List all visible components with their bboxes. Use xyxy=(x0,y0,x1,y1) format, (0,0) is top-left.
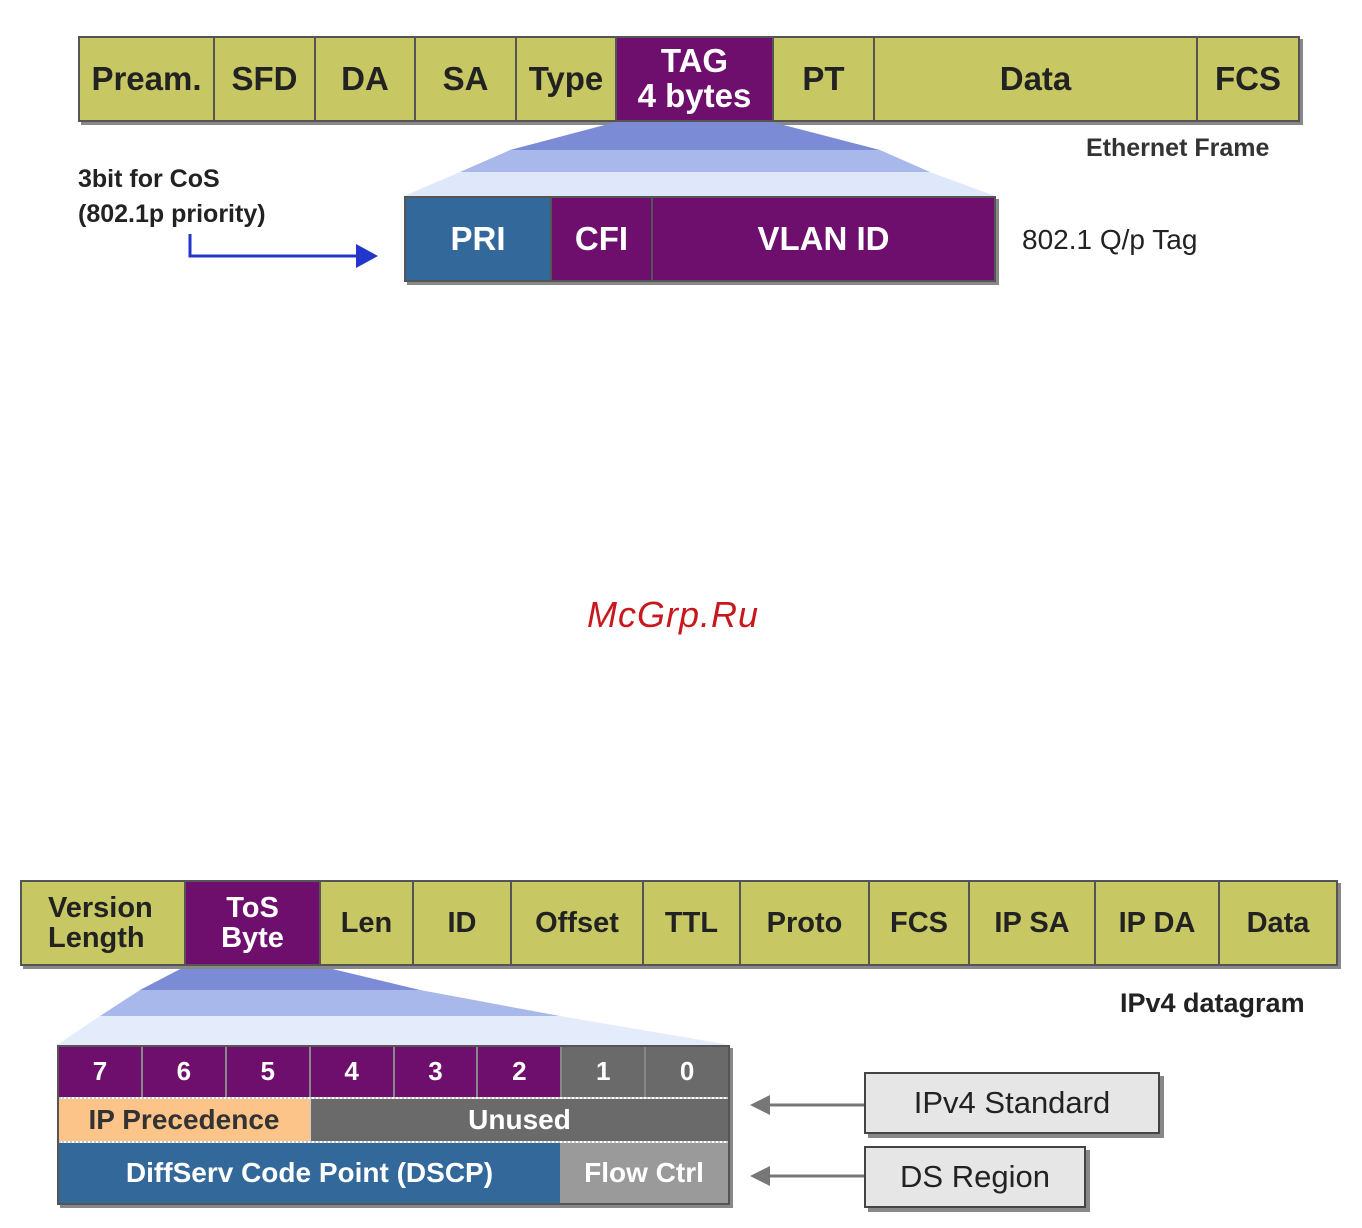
vlan-tag: PRI CFI VLAN ID xyxy=(404,196,996,282)
callout-ds-region: DS Region xyxy=(864,1146,1086,1208)
field-version-length: Version Length xyxy=(22,882,186,964)
cos-arrow-line xyxy=(188,234,360,258)
field-tos-line1: ToS xyxy=(226,891,279,924)
field-sfd: SFD xyxy=(215,38,316,120)
cos-note: 3bit for CoS (802.1p priority) xyxy=(78,162,266,232)
field-offset: Offset xyxy=(512,882,644,964)
tos-fan-band-1 xyxy=(140,966,420,990)
field-data-ip: Data xyxy=(1220,882,1336,964)
cos-note-line2: (802.1p priority) xyxy=(78,200,266,228)
tag-fan-band-1 xyxy=(510,122,880,150)
tos-fan-band-3 xyxy=(57,1016,730,1045)
field-vlan-id: VLAN ID xyxy=(653,198,994,280)
tag-fan-band-2 xyxy=(460,150,930,172)
field-tos-line2: Byte xyxy=(221,922,284,954)
field-len: Len xyxy=(321,882,414,964)
ds-arrow-head xyxy=(750,1166,770,1186)
ds-region-row: DiffServ Code Point (DSCP) Flow Ctrl xyxy=(59,1143,728,1203)
field-preamble: Pream. xyxy=(80,38,215,120)
field-cfi: CFI xyxy=(552,198,653,280)
field-sa: SA xyxy=(416,38,517,120)
flow-ctrl: Flow Ctrl xyxy=(560,1143,728,1203)
tos-fan-band-2 xyxy=(100,990,560,1016)
field-fcs-ip: FCS xyxy=(870,882,970,964)
tos-bits: 7 6 5 4 3 2 1 0 xyxy=(59,1047,728,1097)
field-ttl: TTL xyxy=(644,882,741,964)
cos-arrow-head xyxy=(356,244,378,268)
bit-1: 1 xyxy=(562,1047,647,1097)
field-tag-line2: 4 bytes xyxy=(637,77,752,114)
field-fcs: FCS xyxy=(1198,38,1298,120)
field-ip-da: IP DA xyxy=(1096,882,1220,964)
ethernet-frame-caption: Ethernet Frame xyxy=(1086,134,1270,162)
field-version-line2: Length xyxy=(48,922,145,954)
bit-5: 5 xyxy=(226,1047,311,1097)
standard-arrow-head xyxy=(750,1095,770,1115)
bit-6: 6 xyxy=(142,1047,227,1097)
unused-bits: Unused xyxy=(311,1099,728,1141)
vlan-tag-caption: 802.1 Q/p Tag xyxy=(1022,224,1198,255)
field-version-line1: Version xyxy=(48,891,153,924)
field-ip-sa: IP SA xyxy=(970,882,1096,964)
bit-0: 0 xyxy=(646,1047,728,1097)
dscp: DiffServ Code Point (DSCP) xyxy=(59,1143,560,1203)
callout-ipv4-standard: IPv4 Standard xyxy=(864,1072,1160,1134)
tos-breakdown: 7 6 5 4 3 2 1 0 IP Precedence Unused Dif… xyxy=(57,1045,730,1205)
field-pri: PRI xyxy=(406,198,552,280)
tag-fan-band-3 xyxy=(404,172,995,196)
field-tag-line1: TAG xyxy=(660,42,729,80)
ethernet-frame: Pream. SFD DA SA Type TAG 4 bytes PT Dat… xyxy=(78,36,1300,122)
ipv4-caption: IPv4 datagram xyxy=(1120,988,1305,1018)
bit-3: 3 xyxy=(394,1047,479,1097)
ipv4-standard-row: IP Precedence Unused xyxy=(59,1097,728,1143)
field-type: Type xyxy=(517,38,617,120)
watermark: McGrp.Ru xyxy=(587,594,760,635)
field-tos-byte: ToS Byte xyxy=(186,882,321,964)
field-id: ID xyxy=(414,882,512,964)
bit-7: 7 xyxy=(59,1047,143,1097)
ipv4-datagram: Version Length ToS Byte Len ID Offset TT… xyxy=(20,880,1338,966)
field-da: DA xyxy=(316,38,416,120)
field-data: Data xyxy=(875,38,1198,120)
field-pt: PT xyxy=(774,38,875,120)
field-proto: Proto xyxy=(741,882,870,964)
bit-4: 4 xyxy=(310,1047,395,1097)
cos-note-line1: 3bit for CoS xyxy=(78,165,220,193)
ip-precedence: IP Precedence xyxy=(59,1099,311,1141)
bit-2: 2 xyxy=(478,1047,563,1097)
field-tag: TAG 4 bytes xyxy=(617,38,774,120)
